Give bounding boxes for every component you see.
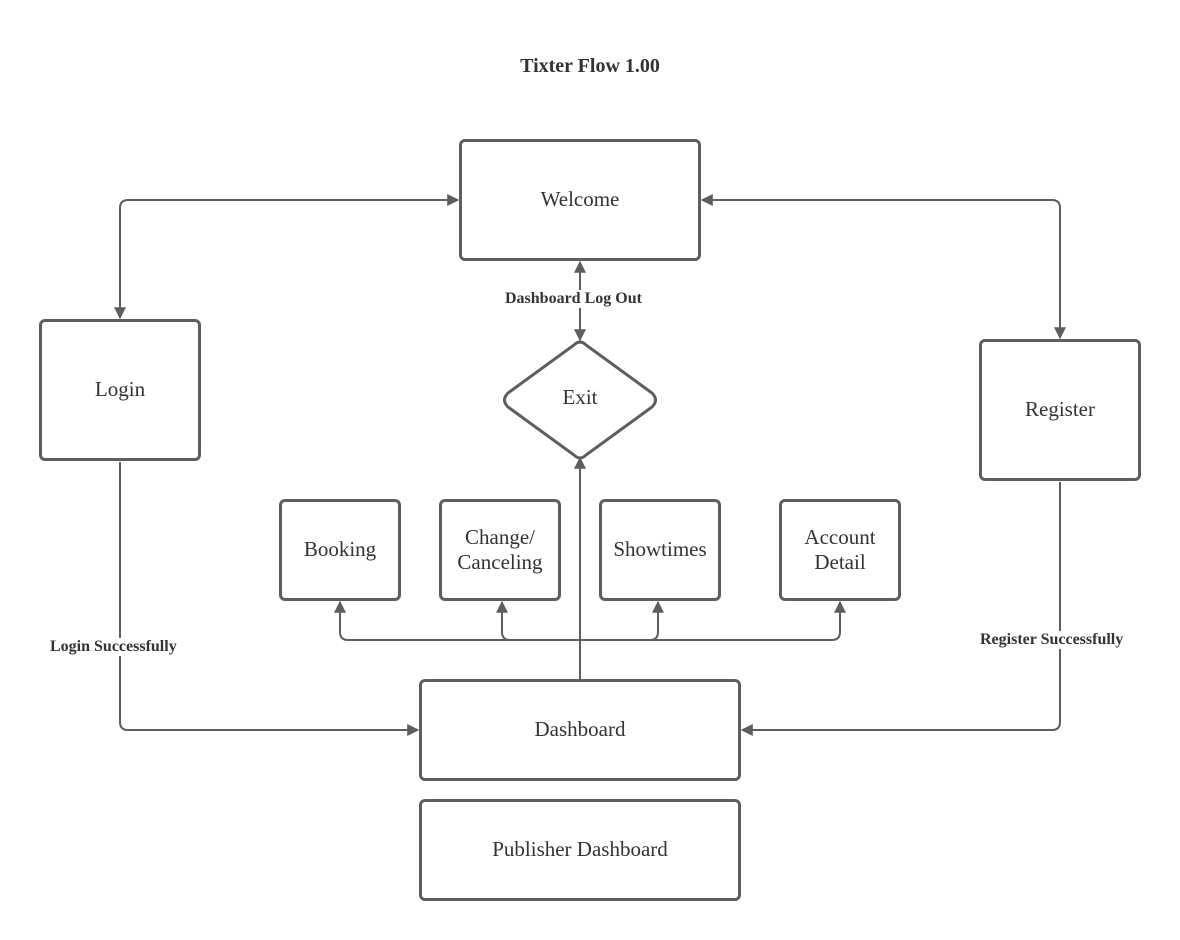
edge-dashboard-change [496, 600, 511, 641]
diagram-title: Tixter Flow 1.00 [520, 55, 660, 77]
node-account-detail[interactable]: Account Detail [779, 499, 901, 601]
node-change-canceling[interactable]: Change/ Canceling [439, 499, 561, 601]
edge-login-dashboard [119, 462, 420, 736]
edge-register-dashboard [740, 482, 1061, 736]
edge-dashboard-booking [334, 600, 580, 641]
node-register[interactable]: Register [979, 339, 1141, 481]
node-booking[interactable]: Booking [279, 499, 401, 601]
node-showtimes[interactable]: Showtimes [599, 499, 721, 601]
edge-welcome-login [114, 194, 460, 320]
exit-diamond-shape [503, 340, 657, 460]
edge-dashboard-account [580, 600, 846, 641]
node-publisher-dashboard[interactable]: Publisher Dashboard [419, 799, 741, 901]
edge-label-logout: Dashboard Log Out [503, 290, 644, 308]
edge-label-register-success: Register Successfully [978, 631, 1126, 649]
node-welcome[interactable]: Welcome [459, 139, 701, 261]
node-dashboard[interactable]: Dashboard [419, 679, 741, 781]
edge-label-login-success: Login Successfully [48, 638, 179, 656]
edge-dashboard-showtimes [649, 600, 664, 641]
node-login[interactable]: Login [39, 319, 201, 461]
node-exit[interactable]: Exit [562, 385, 598, 409]
edge-welcome-register [700, 194, 1066, 340]
